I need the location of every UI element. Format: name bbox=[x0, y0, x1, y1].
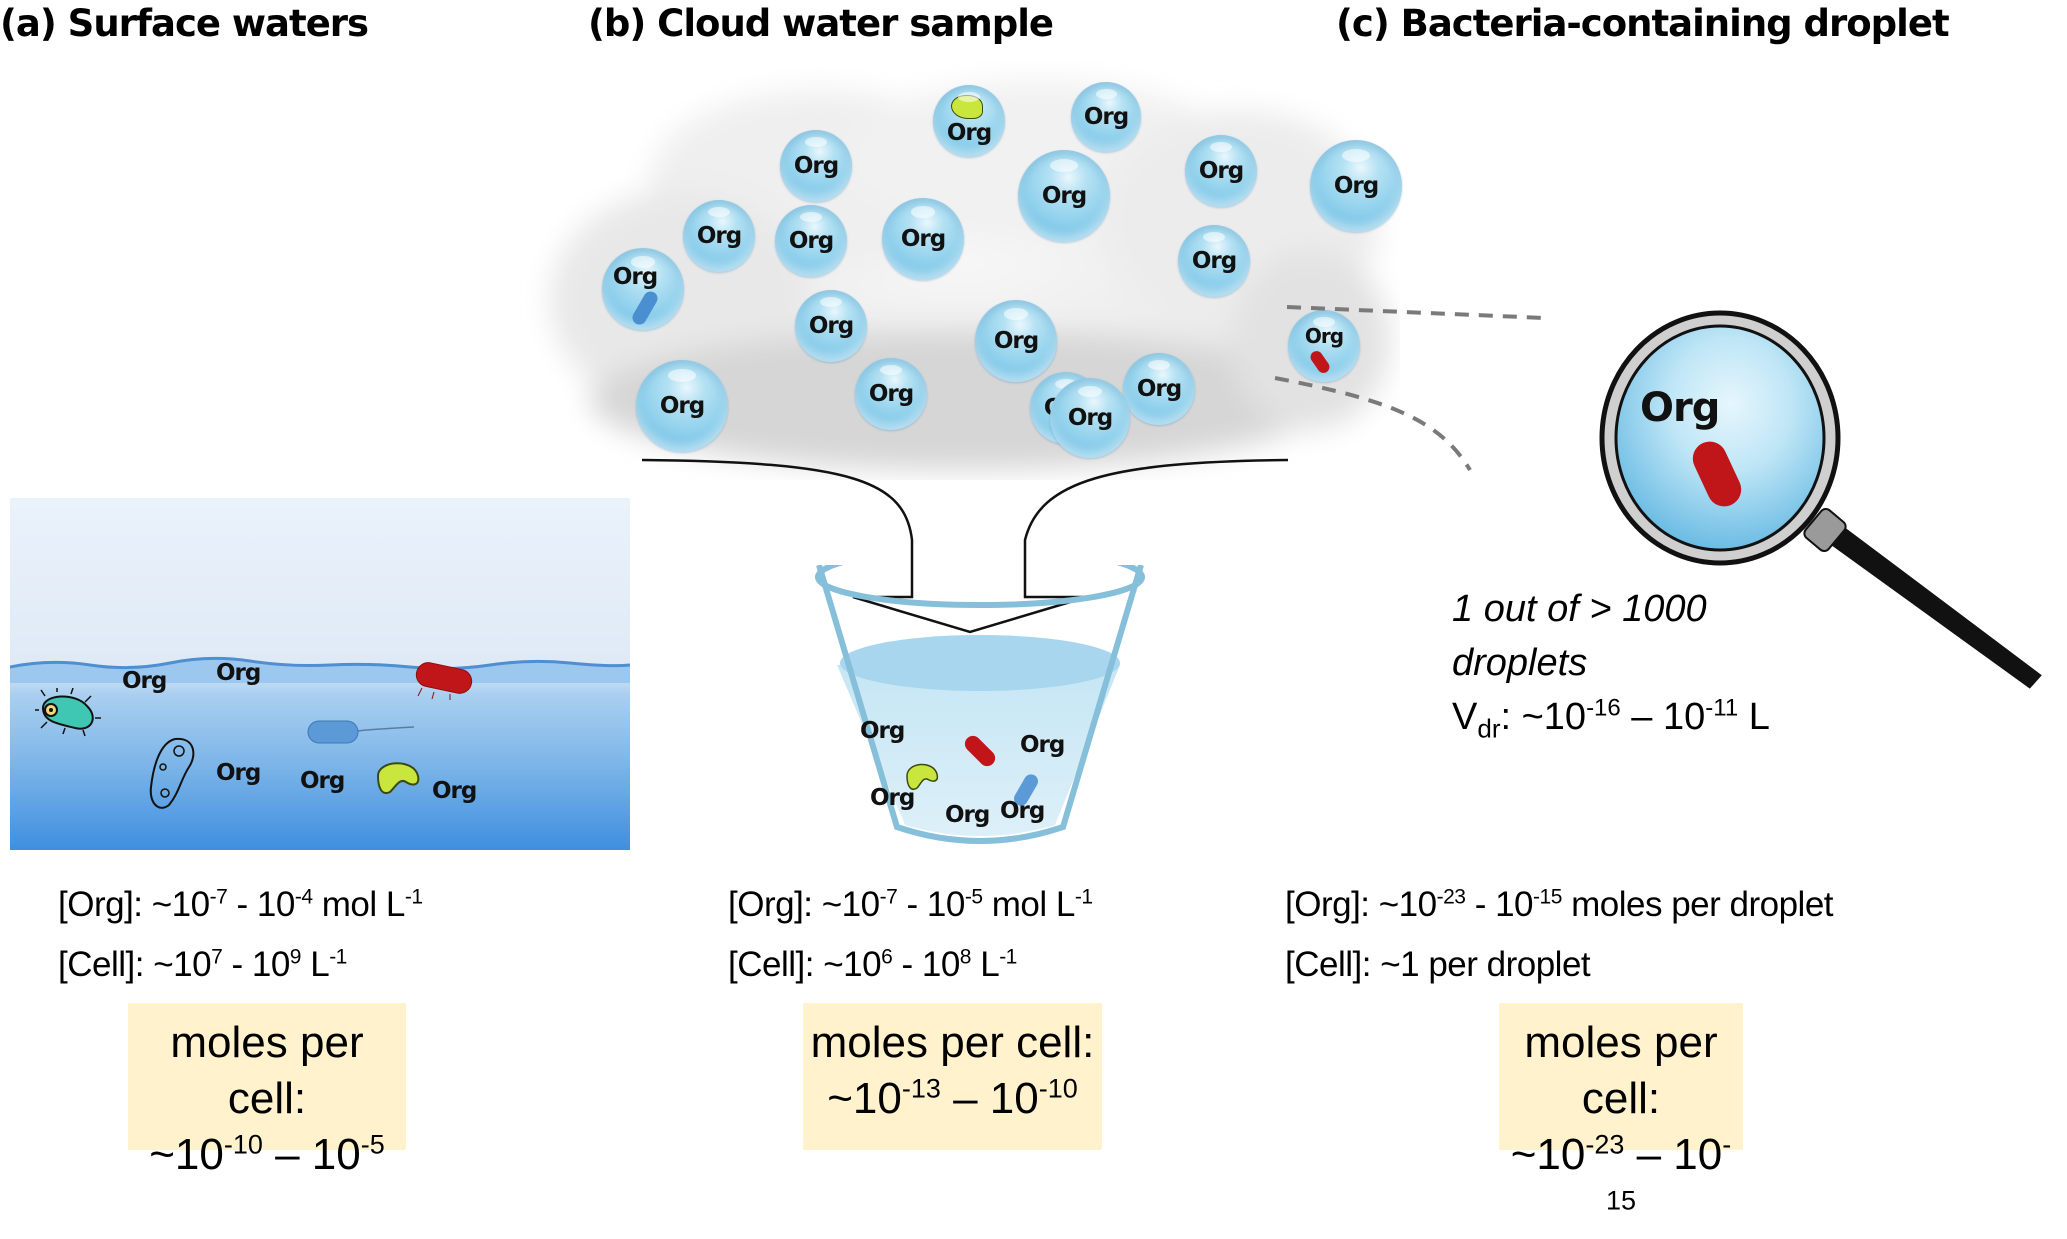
panel-b-title: (b) Cloud water sample bbox=[588, 2, 1054, 45]
water-droplet-icon: Org bbox=[1050, 378, 1130, 458]
water-droplet-icon: Org bbox=[602, 248, 684, 330]
water-droplet-icon: Org bbox=[683, 200, 755, 272]
water-droplet-icon: Org bbox=[775, 205, 847, 277]
droplet-org-label: Org bbox=[1083, 104, 1129, 130]
moles-range: ~10-23 – 10-15 bbox=[1510, 1129, 1732, 1216]
droplet-volume: Vdr: ~10-16 – 10-11 L bbox=[1452, 694, 1770, 744]
blue-flagellated-bacterium-icon bbox=[1014, 774, 1038, 806]
panel-c-title: (c) Bacteria-containing droplet bbox=[1336, 2, 1950, 45]
panel-b-moles-per-cell: moles per cell: ~10-13 – 10-10 bbox=[803, 1003, 1102, 1150]
droplet-org-label: Org bbox=[1041, 183, 1087, 209]
droplet-org-label: Org bbox=[1136, 376, 1182, 402]
droplet-org-label: Org bbox=[1191, 248, 1237, 274]
teal-bacterium-icon bbox=[35, 688, 101, 737]
water-droplet-icon: Org bbox=[1288, 310, 1360, 382]
panel-b-org-concentration: [Org]: ~10-7 - 10-5 mol L-1 bbox=[728, 885, 1093, 924]
droplet-org-label: Org bbox=[993, 328, 1039, 354]
note-line-1: 1 out of > 1000 bbox=[1452, 588, 1707, 630]
magnifying-glass-icon bbox=[1599, 310, 2042, 689]
droplet-org-label: Org bbox=[1067, 405, 1113, 431]
droplet-org-label: Org bbox=[696, 223, 742, 249]
panel-b-cell-concentration: [Cell]: ~106 - 108 L-1 bbox=[728, 945, 1017, 984]
water-droplet-icon: Org bbox=[636, 360, 728, 452]
water-droplet-icon: Org bbox=[795, 290, 867, 362]
panel-a-cell-concentration: [Cell]: ~107 - 109 L-1 bbox=[58, 945, 347, 984]
droplet-org-label: Org bbox=[788, 228, 834, 254]
water-droplet-icon: Org bbox=[975, 300, 1057, 382]
droplet-org-label: Org bbox=[946, 120, 992, 146]
magnified-org-label: Org bbox=[1640, 385, 1720, 431]
water-droplet-icon: Org bbox=[1123, 353, 1195, 425]
green-kidney-microbe-icon bbox=[951, 95, 983, 119]
water-surface-wave bbox=[10, 656, 630, 683]
blue-flagellated-bacterium-icon bbox=[307, 720, 415, 744]
water-droplet-icon: Org bbox=[780, 130, 852, 202]
droplet-org-label: Org bbox=[808, 313, 854, 339]
red-rod-bacterium-icon bbox=[415, 662, 473, 700]
droplet-note: 1 out of > 1000 droplets Vdr: ~10-16 – 1… bbox=[1452, 582, 1770, 744]
panel-c-cell-concentration: [Cell]: ~1 per droplet bbox=[1285, 945, 1591, 984]
cup-org-label: Org bbox=[1020, 732, 1065, 758]
droplet-org-label: Org bbox=[1198, 158, 1244, 184]
cup-org-label: Org bbox=[1000, 798, 1045, 824]
droplet-org-label: Org bbox=[612, 264, 658, 290]
cup-org-label: Org bbox=[860, 718, 905, 744]
red-rod-bacterium-icon bbox=[964, 735, 996, 767]
red-rod-bacterium-icon bbox=[1308, 348, 1332, 376]
org-label: Org bbox=[300, 768, 345, 794]
water-droplet-icon: Org bbox=[1310, 140, 1402, 232]
droplet-org-label: Org bbox=[900, 226, 946, 252]
org-label: Org bbox=[216, 760, 261, 786]
org-label: Org bbox=[216, 660, 261, 686]
org-label: Org bbox=[432, 778, 477, 804]
water-droplet-icon: Org bbox=[855, 358, 927, 430]
cup-org-label: Org bbox=[870, 785, 915, 811]
panel-c-org-concentration: [Org]: ~10-23 - 10-15 moles per droplet bbox=[1285, 885, 1834, 924]
droplet-org-label: Org bbox=[1304, 324, 1344, 348]
droplet-org-label: Org bbox=[659, 393, 705, 419]
blue-flagellated-bacterium-icon bbox=[629, 288, 661, 328]
green-kidney-microbe-icon bbox=[906, 763, 939, 790]
water-droplet-icon: Org bbox=[882, 198, 964, 280]
panel-a-title: (a) Surface waters bbox=[0, 2, 369, 45]
green-kidney-microbe-icon bbox=[376, 762, 420, 794]
org-label: Org bbox=[122, 668, 167, 694]
moles-range: ~10-10 – 10-5 bbox=[149, 1129, 385, 1179]
water-droplet-icon: Org bbox=[1185, 135, 1257, 207]
water-droplet-icon: Org bbox=[1178, 225, 1250, 297]
droplet-org-label: Org bbox=[1333, 173, 1379, 199]
paramecium-icon bbox=[149, 737, 195, 809]
panel-a-org-concentration: [Org]: ~10-7 - 10-4 mol L-1 bbox=[58, 885, 423, 924]
water-droplet-icon: Org bbox=[933, 85, 1005, 157]
surface-water-scene: Org Org Org Org Org bbox=[10, 498, 630, 850]
water-droplet-icon: Org bbox=[1071, 82, 1141, 152]
note-line-2: droplets bbox=[1452, 642, 1588, 684]
red-rod-bacterium-icon bbox=[1692, 441, 1742, 507]
water-droplet-icon: Org bbox=[1018, 150, 1110, 242]
panel-a-moles-per-cell: moles per cell: ~10-10 – 10-5 bbox=[128, 1003, 406, 1179]
droplet-org-label: Org bbox=[793, 153, 839, 179]
droplet-org-label: Org bbox=[868, 381, 914, 407]
moles-range: ~10-13 – 10-10 bbox=[827, 1073, 1078, 1123]
panel-c-moles-per-cell: moles per cell: ~10-23 – 10-15 bbox=[1499, 1003, 1743, 1214]
cup-org-label: Org bbox=[945, 802, 990, 828]
